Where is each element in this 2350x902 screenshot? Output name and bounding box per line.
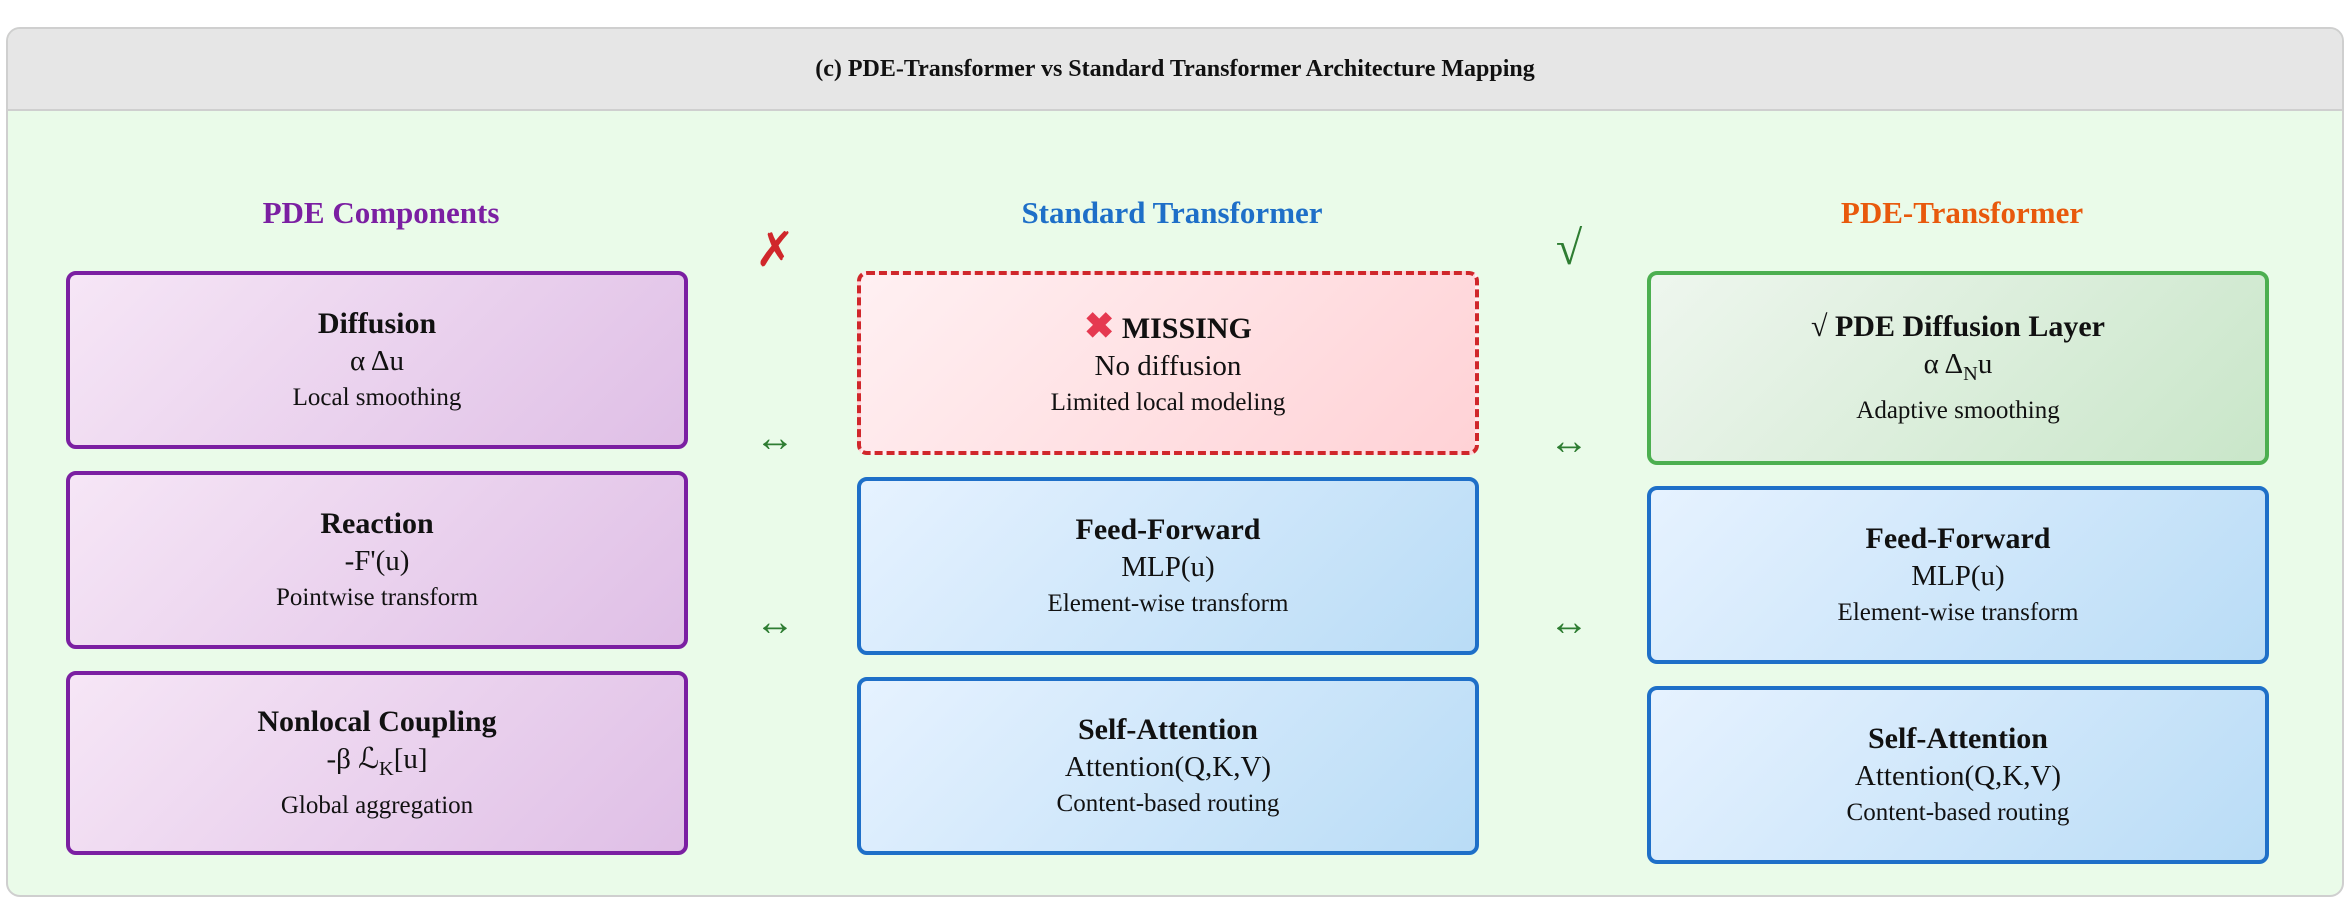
box-description: Content-based routing [1846, 799, 2070, 826]
cross-mark-icon: ✗ [754, 224, 796, 277]
mapping-arrow: ↔ [755, 599, 795, 644]
box-formula: α ΔNu [1924, 346, 1993, 392]
pde-diffusion-layer-box: √ PDE Diffusion Layer α ΔNu Adaptive smo… [1647, 271, 2269, 465]
pde-nonlocal-coupling-box: Nonlocal Coupling -β ℒK[u] Global aggreg… [66, 671, 688, 855]
box-formula: Attention(Q,K,V) [1064, 751, 1272, 783]
box-title: Diffusion [317, 307, 437, 340]
box-description: Element-wise transform [1837, 599, 2079, 626]
box-description: Pointwise transform [275, 584, 479, 611]
check-mark-icon: √ [1555, 222, 1583, 275]
box-formula: -β ℒK[u] [326, 741, 427, 787]
box-formula: MLP(u) [1911, 560, 2005, 592]
box-title: Feed-Forward [1075, 513, 1261, 546]
mapping-arrow: ↔ [1549, 418, 1589, 463]
box-title: Nonlocal Coupling [257, 705, 497, 739]
box-description: Content-based routing [1056, 790, 1280, 817]
missing-diffusion-box: ✖ MISSING No diffusion Limited local mod… [857, 271, 1479, 455]
box-formula: No diffusion [1094, 349, 1242, 382]
box-title: Self-Attention [1868, 722, 2048, 755]
pde-components-heading: PDE Components [262, 195, 500, 230]
pde-reaction-box: Reaction -F'(u) Pointwise transform [66, 471, 688, 649]
formula-main: -β ℒ [326, 743, 380, 776]
mapping-arrow: ↔ [755, 415, 795, 460]
box-title: Self-Attention [1078, 713, 1258, 746]
box-description: Element-wise transform [1047, 590, 1289, 617]
box-description: Local smoothing [292, 384, 462, 411]
close-icon: ✖ [1084, 305, 1115, 346]
box-description: Adaptive smoothing [1856, 396, 2060, 424]
formula-main: α Δ [1923, 348, 1964, 381]
panel-header: (c) PDE-Transformer vs Standard Transfor… [8, 29, 2342, 111]
standard-self-attention-box: Self-Attention Attention(Q,K,V) Content-… [857, 677, 1479, 855]
box-formula: -F'(u) [344, 545, 410, 577]
pdet-self-attention-box: Self-Attention Attention(Q,K,V) Content-… [1647, 686, 2269, 864]
formula-tail: u [1977, 348, 1993, 381]
diagram-title: (c) PDE-Transformer vs Standard Transfor… [815, 55, 1535, 82]
formula-subscript: K [379, 757, 394, 780]
pde-diffusion-box: Diffusion α Δu Local smoothing [66, 271, 688, 449]
box-title: √ PDE Diffusion Layer [1811, 310, 2105, 344]
pde-transformer-heading: PDE-Transformer [1840, 195, 2084, 230]
standard-transformer-heading: Standard Transformer [1021, 195, 1323, 230]
standard-feed-forward-box: Feed-Forward MLP(u) Element-wise transfo… [857, 477, 1479, 655]
box-title: Feed-Forward [1865, 522, 2051, 555]
box-description: Global aggregation [280, 791, 474, 819]
box-title: ✖ MISSING [1084, 307, 1252, 348]
missing-label: MISSING [1121, 311, 1252, 345]
formula-subscript: N [1963, 362, 1978, 385]
mapping-arrow: ↔ [1549, 599, 1589, 644]
box-description: Limited local modeling [1050, 388, 1286, 416]
box-formula: Attention(Q,K,V) [1854, 760, 2062, 792]
box-formula: MLP(u) [1121, 551, 1215, 583]
box-formula: α Δu [350, 345, 404, 377]
pdet-feed-forward-box: Feed-Forward MLP(u) Element-wise transfo… [1647, 486, 2269, 664]
formula-tail: [u] [393, 743, 428, 776]
box-title: Reaction [320, 507, 434, 540]
